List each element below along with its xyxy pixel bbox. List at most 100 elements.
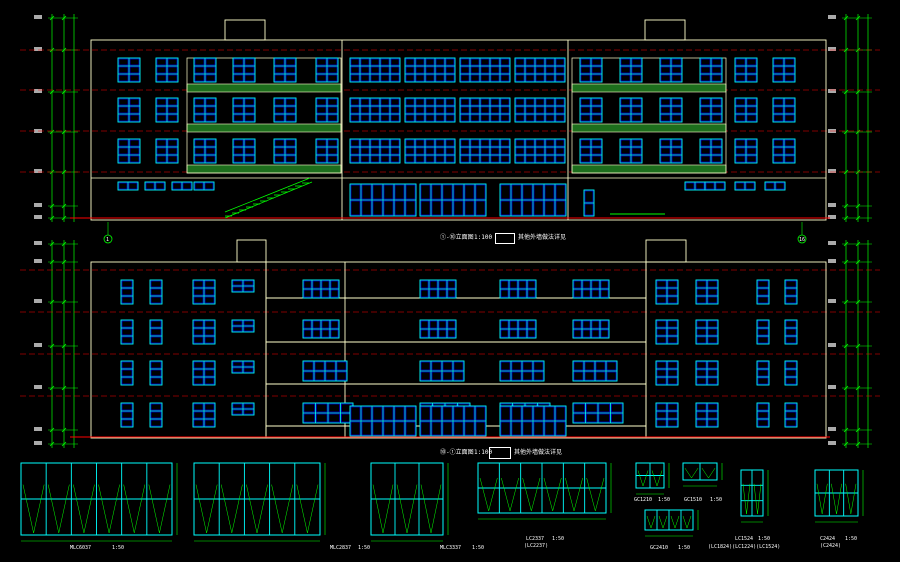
window-pane bbox=[555, 106, 565, 114]
upper-balcony-band bbox=[186, 123, 342, 133]
window-pane bbox=[773, 74, 784, 82]
window-pane bbox=[746, 106, 757, 114]
dim-text-mark bbox=[828, 299, 836, 303]
window-frame bbox=[349, 138, 401, 164]
window-pane bbox=[555, 139, 565, 147]
window-pane bbox=[121, 411, 133, 419]
window-pane bbox=[285, 74, 296, 82]
upper-window-wide bbox=[349, 97, 401, 123]
window-pane bbox=[129, 139, 140, 147]
window-pane bbox=[194, 66, 205, 74]
window-pane bbox=[380, 147, 390, 155]
detail-window-3 bbox=[370, 462, 449, 542]
window-pane bbox=[746, 58, 757, 66]
stair-rail bbox=[224, 181, 313, 219]
window-pane bbox=[194, 155, 205, 163]
window-pane bbox=[244, 147, 255, 155]
upper-window-wide bbox=[404, 97, 456, 123]
window-pane bbox=[533, 200, 544, 216]
window-pane bbox=[243, 320, 254, 326]
window-pane bbox=[667, 377, 678, 385]
detail-swing bbox=[195, 484, 207, 534]
window-pane bbox=[656, 320, 667, 328]
detail-sub-4: (LC2237) bbox=[524, 543, 549, 549]
window-pane bbox=[330, 289, 339, 298]
window-pane bbox=[350, 406, 361, 421]
window-pane bbox=[500, 280, 509, 289]
detail-swing bbox=[642, 470, 649, 487]
detail-caption-8: LC1524 bbox=[735, 536, 754, 542]
window-pane bbox=[415, 98, 425, 106]
window-pane bbox=[580, 98, 591, 106]
detail-swing bbox=[836, 483, 842, 515]
window-pane bbox=[490, 155, 500, 163]
upper-elevation-title-box bbox=[495, 233, 515, 244]
window-pane bbox=[167, 114, 178, 122]
window-pane bbox=[442, 421, 453, 436]
window-pane bbox=[656, 288, 667, 296]
window-pane bbox=[445, 98, 455, 106]
window-pane bbox=[361, 421, 372, 436]
window-pane bbox=[746, 155, 757, 163]
window-pane bbox=[405, 184, 416, 200]
dim-slash bbox=[61, 385, 67, 391]
window-pane bbox=[667, 419, 678, 427]
window-pane bbox=[244, 106, 255, 114]
lower-window-narrow bbox=[756, 402, 770, 428]
window-pane bbox=[303, 361, 314, 371]
dim-text-mark bbox=[828, 385, 836, 389]
window-pane bbox=[671, 66, 682, 74]
window-pane bbox=[757, 369, 769, 377]
window-pane bbox=[631, 147, 642, 155]
window-pane bbox=[700, 139, 711, 147]
lower-window-mid bbox=[302, 402, 354, 424]
upper-window bbox=[579, 57, 603, 83]
window-pane bbox=[660, 106, 671, 114]
window-pane bbox=[150, 280, 162, 288]
window-pane bbox=[700, 155, 711, 163]
dim-slash bbox=[61, 47, 67, 53]
window-frame bbox=[514, 57, 566, 83]
detail-swing bbox=[47, 484, 59, 534]
window-pane bbox=[696, 411, 707, 419]
window-pane bbox=[671, 58, 682, 66]
window-pane bbox=[671, 114, 682, 122]
window-pane bbox=[380, 106, 390, 114]
window-pane bbox=[205, 114, 216, 122]
detail-sub-8: (LC1824)(LC1224)(LC1524) bbox=[708, 544, 781, 550]
detail-scale-2: 1:50 bbox=[358, 545, 371, 551]
window-pane bbox=[707, 336, 718, 344]
window-pane bbox=[244, 114, 255, 122]
detail-swing bbox=[637, 470, 644, 487]
window-pane bbox=[150, 419, 162, 427]
window-pane bbox=[121, 419, 133, 427]
window-pane bbox=[233, 74, 244, 82]
window-pane bbox=[591, 280, 600, 289]
detail-swing bbox=[753, 483, 758, 515]
upper-stair-roof-right bbox=[644, 19, 686, 41]
window-pane bbox=[545, 106, 555, 114]
window-pane bbox=[660, 155, 671, 163]
dim-slash bbox=[843, 169, 849, 175]
dim-text-mark bbox=[828, 89, 836, 93]
detail-caption-3: MLC3337 bbox=[440, 545, 462, 551]
window-pane bbox=[573, 413, 585, 423]
window-pane bbox=[611, 413, 623, 423]
window-pane bbox=[580, 58, 591, 66]
window-pane bbox=[527, 329, 536, 338]
window-pane bbox=[591, 147, 602, 155]
window-pane bbox=[500, 184, 511, 200]
window-pane bbox=[500, 371, 511, 381]
lower-window-narrow bbox=[120, 319, 134, 345]
dim-slash bbox=[61, 203, 67, 209]
dim-slash bbox=[855, 343, 861, 349]
lower-window-mid bbox=[302, 279, 340, 299]
detail-swing bbox=[850, 483, 857, 515]
detail-caption-4: LC2337 bbox=[526, 536, 545, 542]
window-pane bbox=[671, 98, 682, 106]
upper-ground-window bbox=[764, 181, 786, 191]
detail-swing bbox=[406, 484, 418, 534]
window-pane bbox=[667, 403, 678, 411]
detail-swing bbox=[220, 484, 233, 534]
detail-caption-6: GC1510 bbox=[684, 497, 703, 503]
